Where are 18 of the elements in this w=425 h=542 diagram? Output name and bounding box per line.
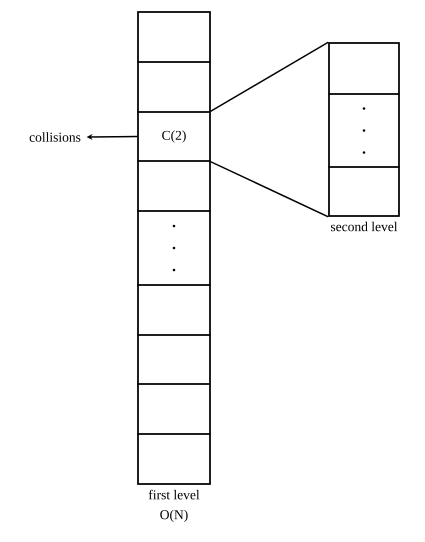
table-cell [137, 11, 211, 63]
table-cell [137, 61, 211, 113]
connector-line [210, 161, 329, 218]
node-label: second level [330, 222, 398, 232]
table-cell: C(2) [137, 111, 211, 162]
table-cell [328, 166, 400, 217]
table-cell [137, 160, 211, 212]
table-cell [137, 334, 211, 385]
table-cell [137, 433, 211, 485]
node-label: first level [148, 490, 200, 500]
table-cell [328, 42, 400, 95]
connector-line [210, 42, 329, 112]
table-cell [328, 93, 400, 168]
table-cell [137, 210, 211, 286]
table-cell [137, 284, 211, 336]
node-label: O(N) [160, 510, 188, 522]
label-text: collisions [30, 132, 80, 142]
table-cell [137, 383, 211, 435]
